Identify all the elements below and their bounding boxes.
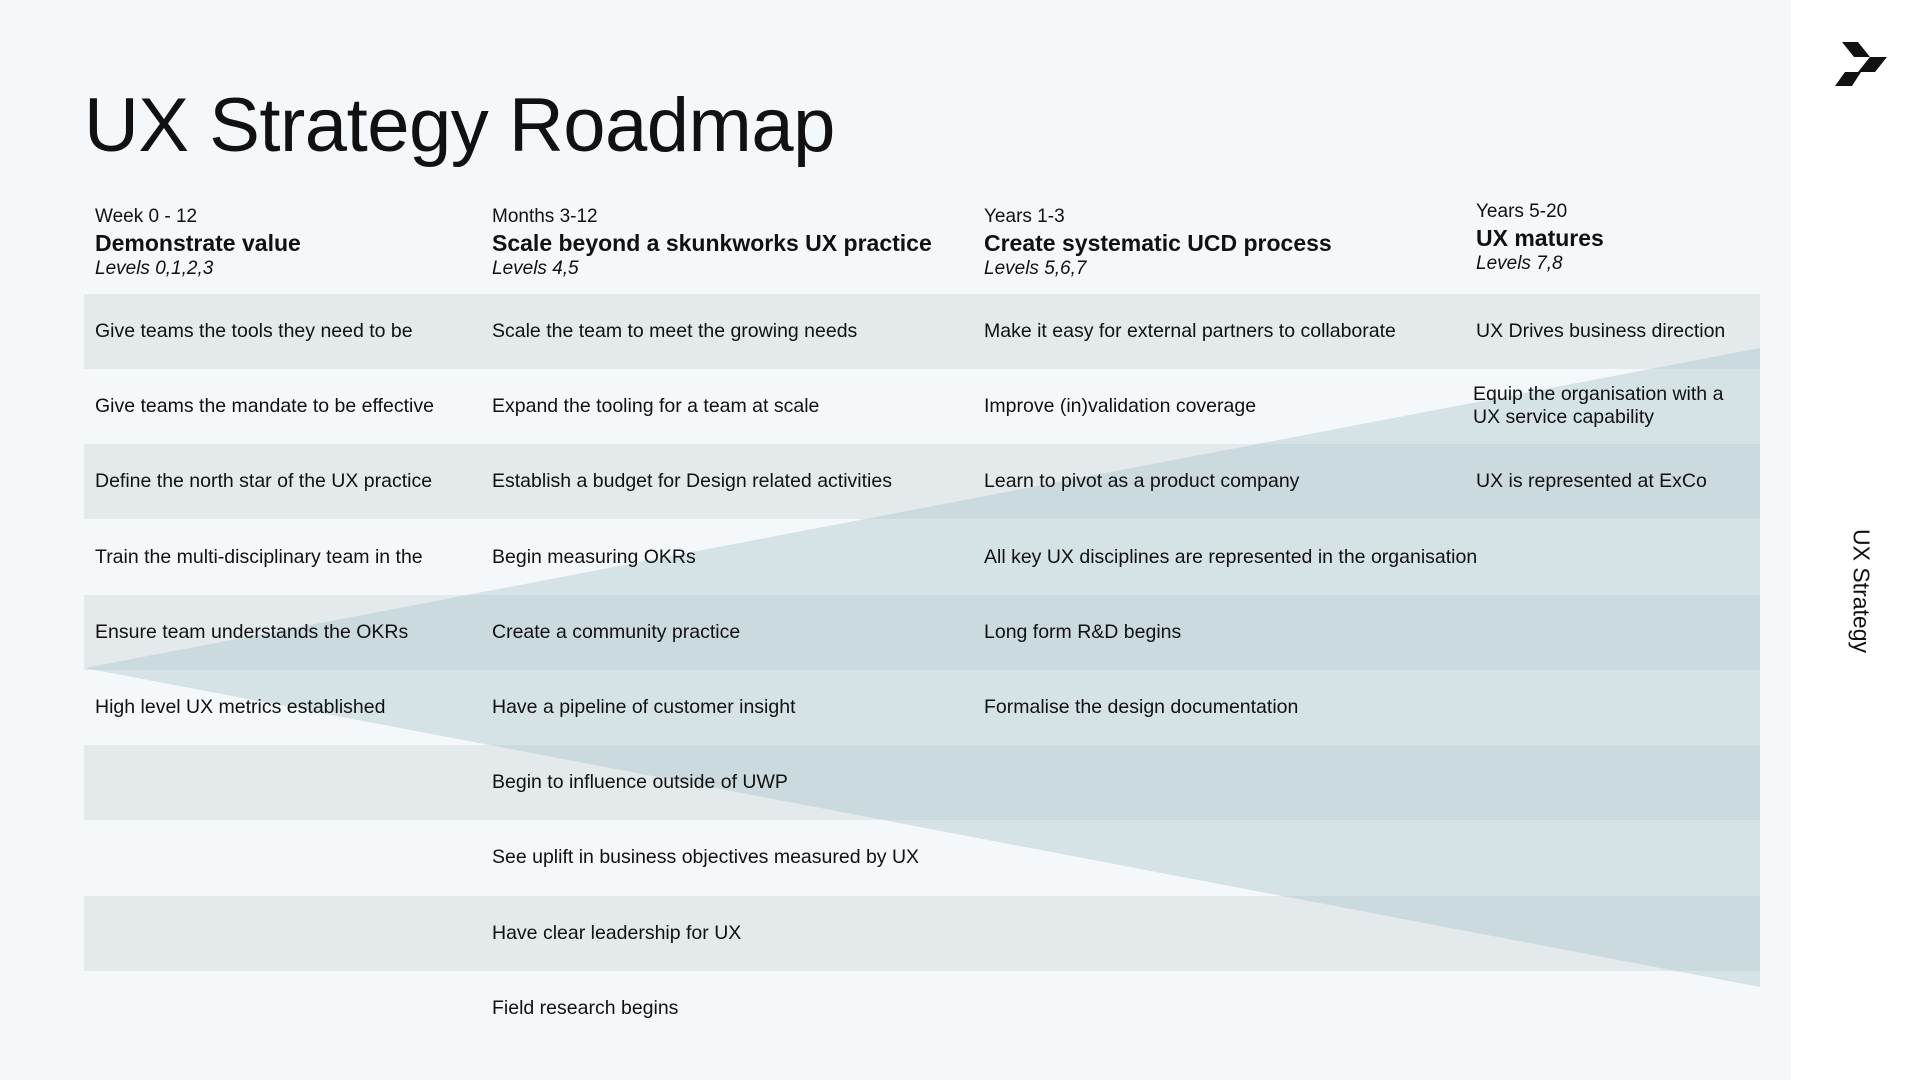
column-when: Months 3-12: [492, 206, 598, 227]
roadmap-item: High level UX metrics established: [95, 696, 386, 718]
roadmap-item: Give teams the mandate to be effective: [95, 395, 434, 418]
roadmap-item: Establish a budget for Design related ac…: [492, 470, 892, 493]
roadmap-item: Define the north star of the UX practice: [95, 470, 433, 493]
roadmap-item: Field research begins: [492, 996, 679, 1019]
roadmap-item: Learn to pivot as a product company: [984, 470, 1300, 493]
column-name: UX matures: [1476, 225, 1604, 251]
page-title: UX Strategy Roadmap: [84, 83, 835, 168]
column-levels: Levels 7,8: [1476, 253, 1563, 274]
column-when: Week 0 - 12: [95, 206, 198, 227]
column-when: Years 1-3: [984, 206, 1065, 227]
table-row: [84, 895, 1760, 971]
roadmap-item: Begin measuring OKRs: [492, 545, 696, 568]
column-name: Scale beyond a skunkworks UX practice: [492, 230, 932, 256]
roadmap-item: Equip the organisation with a UX service…: [1473, 383, 1724, 429]
roadmap-item: Long form R&D begins: [984, 620, 1182, 643]
roadmap-item: Scale the team to meet the growing needs: [492, 320, 858, 342]
roadmap-item: Have a pipeline of customer insight: [492, 696, 796, 718]
roadmap-item: Have clear leadership for UX: [492, 921, 742, 944]
column-name: Demonstrate value: [95, 230, 301, 256]
roadmap-item: Formalise the design documentation: [984, 696, 1299, 718]
roadmap-item: Make it easy for external partners to co…: [984, 320, 1396, 342]
slide: UX Strategy Roadmap Week 0 - 12 Demonstra…: [0, 0, 1791, 1080]
side-label: UX Strategy: [1848, 529, 1875, 653]
column-levels: Levels 4,5: [492, 258, 579, 279]
roadmap-item: All key UX disciplines are represented i…: [984, 545, 1478, 568]
roadmap-item: UX is represented at ExCo: [1476, 470, 1707, 493]
roadmap-item: Improve (in)validation coverage: [984, 395, 1257, 418]
table-row: [84, 745, 1760, 821]
column-levels: Levels 0,1,2,3: [95, 258, 214, 279]
growth-triangle: [85, 348, 1760, 987]
roadmap-item: Begin to influence outside of UWP: [492, 771, 788, 794]
roadmap-item: UX Drives business direction: [1476, 320, 1726, 342]
roadmap-item: Create a community practice: [492, 620, 741, 643]
table-row: [84, 294, 1760, 369]
roadmap-item: Give teams the tools they need to be: [95, 320, 413, 342]
roadmap-item: Expand the tooling for a team at scale: [492, 395, 820, 418]
column-levels: Levels 5,6,7: [984, 258, 1087, 279]
roadmap-item: See uplift in business objectives measur…: [492, 846, 920, 869]
table-row: [84, 594, 1760, 670]
growth-wedge: [85, 348, 1760, 987]
column-when: Years 5-20: [1476, 201, 1568, 222]
roadmap-item: Train the multi-disciplinary team in the: [95, 545, 423, 568]
column-name: Create systematic UCD process: [984, 230, 1332, 256]
table-row: [84, 444, 1760, 520]
roadmap-item: Ensure team understands the OKRs: [95, 620, 409, 643]
logo-icon: [1835, 42, 1887, 86]
